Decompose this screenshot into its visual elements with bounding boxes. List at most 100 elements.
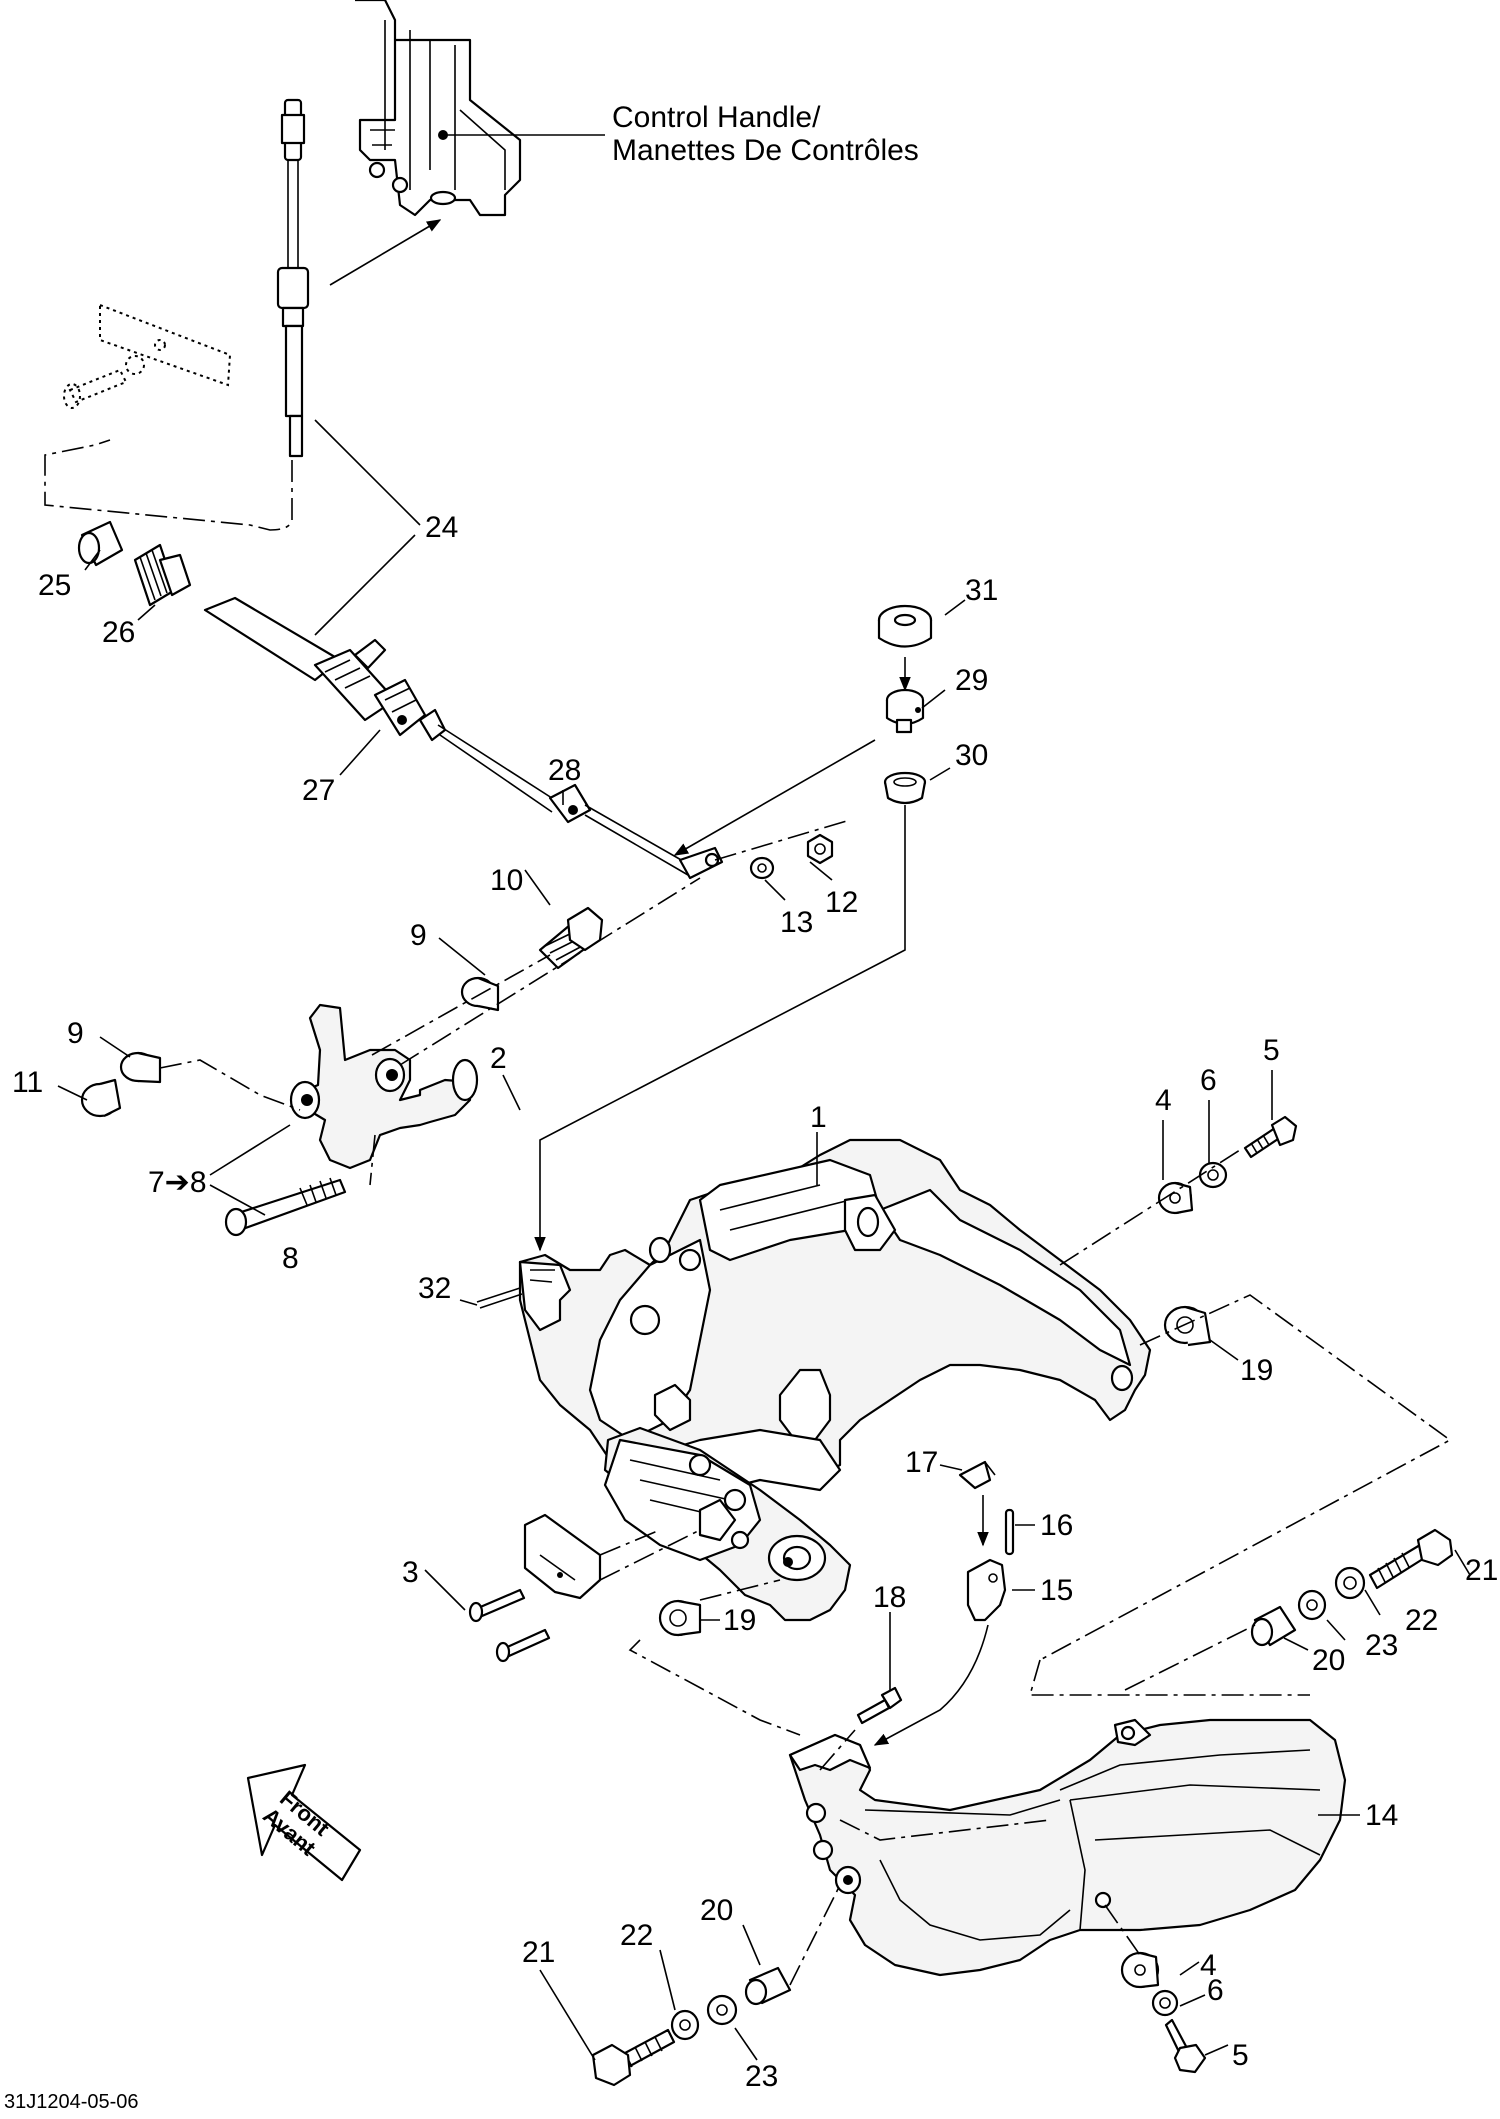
part-23-washer-lower — [706, 1994, 738, 2026]
part-1-bracket — [518, 1138, 1152, 1622]
callout-23-lower: 23 — [745, 2060, 778, 2093]
callout-4-lower: 4 — [1200, 1949, 1217, 1982]
part-3-screws — [468, 1588, 551, 1663]
part-6-washer-upper — [1198, 1161, 1228, 1189]
axis-12-13 — [714, 819, 851, 861]
part-6-washer-lower — [1151, 1989, 1179, 2017]
part-4-grommet-upper — [1157, 1181, 1194, 1215]
part-12-nut — [806, 833, 834, 865]
cable-24-lower-leader — [314, 534, 416, 636]
callout-29: 29 — [955, 664, 988, 697]
callout-leaders — [57, 549, 1471, 2061]
part-26-threaded-fitting — [133, 543, 192, 607]
axis-frame-upper — [1028, 1659, 1310, 1696]
callout-20-lower: 20 — [700, 1894, 733, 1927]
part-13-washer — [749, 856, 775, 880]
axis-9-11-lever — [159, 1059, 301, 1111]
part-19-bushing-upper — [1163, 1305, 1212, 1347]
control-handle-title-line2: Manettes De Contrôles — [612, 134, 919, 167]
callout-14: 14 — [1365, 1799, 1398, 1832]
callout-5-upper: 5 — [1263, 1034, 1280, 1067]
axis-20-23-lower — [789, 1884, 841, 1986]
throttle-cable-lower-body — [203, 596, 724, 880]
callout-13: 13 — [780, 906, 813, 939]
callout-19-upper: 19 — [1240, 1354, 1273, 1387]
cable-routing-line — [44, 439, 293, 531]
callout-7-to-8: 7➔8 — [148, 1166, 207, 1199]
part-29-pin — [885, 688, 925, 734]
part-20-spacer-lower — [744, 1966, 792, 2006]
leader-7-8-upper — [209, 1124, 291, 1176]
part-8-pin — [224, 1177, 347, 1237]
drawing-code: 31J1204-05-06 — [4, 2091, 139, 2113]
callout-2: 2 — [490, 1042, 507, 1075]
leader-32 — [459, 1299, 478, 1306]
callout-17: 17 — [905, 1446, 938, 1479]
axis-pin-8 — [369, 1134, 376, 1186]
control-handle-title-line1: Control Handle/ — [612, 101, 821, 134]
phantom-bracket — [63, 303, 232, 409]
handle-arrow — [329, 219, 442, 286]
part-17-clip — [958, 1460, 996, 1490]
callout-31: 31 — [965, 574, 998, 607]
part-5-bolt-lower — [1164, 2018, 1207, 2074]
axis-2-to-bracket — [599, 1529, 661, 1556]
callout-24: 24 — [425, 511, 458, 544]
callout-9-lower: 9 — [67, 1017, 84, 1050]
callout-4-upper: 4 — [1155, 1084, 1172, 1117]
callout-32: 32 — [418, 1272, 451, 1305]
callout-6-lower: 6 — [1207, 1974, 1224, 2007]
callout-20-upper: 20 — [1312, 1644, 1345, 1677]
leader-7-8-lower — [209, 1184, 266, 1216]
part-19-bushing-lower — [658, 1599, 702, 1637]
part-9-bushing-lower — [119, 1051, 162, 1084]
part-31-cap — [877, 604, 933, 648]
axis-lever-12-13 — [399, 877, 701, 1066]
axis-20-23-upper — [1124, 1624, 1256, 1691]
callout-9-upper: 9 — [410, 919, 427, 952]
arrow-29-to-cable — [673, 739, 876, 856]
part-23-washer-upper — [1297, 1589, 1327, 1621]
part-32-pin — [476, 1287, 523, 1309]
callout-3: 3 — [402, 1556, 419, 1589]
callout-27: 27 — [302, 774, 335, 807]
axis-18-to-carrier — [819, 1729, 856, 1771]
callout-30: 30 — [955, 739, 988, 772]
throttle-lever — [289, 1003, 479, 1170]
callout-8: 8 — [282, 1242, 299, 1275]
axis-9-10-lever — [371, 954, 551, 1056]
part-22-washer-lower — [670, 2009, 700, 2041]
callout-1: 1 — [810, 1101, 827, 1134]
callout-28: 28 — [548, 754, 581, 787]
callout-10: 10 — [490, 864, 523, 897]
part-10-screw — [538, 906, 604, 970]
part-21-bolt-lower — [591, 2028, 676, 2087]
front-direction-arrow: Front Avant — [246, 1763, 362, 1882]
throttle-cable-upper-end — [276, 98, 310, 458]
callout-21-upper: 21 — [1465, 1554, 1498, 1587]
axis-carrier-lower-left — [839, 1819, 1051, 1841]
part-9-bushing-upper — [460, 976, 500, 1012]
part-21-bolt-upper — [1368, 1528, 1454, 1590]
callout-22-upper: 22 — [1405, 1604, 1438, 1637]
part-22-washer-upper — [1334, 1566, 1366, 1600]
callout-5-lower: 5 — [1232, 2039, 1249, 2072]
axis-19-upper — [1039, 1294, 1452, 1661]
arrow-15-to-14 — [873, 1624, 989, 1746]
part-5-bolt-upper — [1243, 1115, 1298, 1159]
cable-24-upper-leader — [314, 419, 421, 526]
part-20-spacer-upper — [1250, 1605, 1297, 1647]
part-16-pin — [1004, 1508, 1015, 1556]
callout-15: 15 — [1040, 1574, 1073, 1607]
callout-26: 26 — [102, 616, 135, 649]
callout-25: 25 — [38, 569, 71, 602]
callout-12: 12 — [825, 886, 858, 919]
axis-19-lower — [628, 1579, 801, 1736]
part-14-carrier — [788, 1718, 1347, 1977]
part-2-pad — [523, 1513, 602, 1600]
part-18-screw — [856, 1686, 903, 1725]
axis-2-bracket-lower — [599, 1529, 701, 1581]
callout-18: 18 — [873, 1581, 906, 1614]
axis-4-5-6-lower — [1104, 1904, 1141, 1956]
